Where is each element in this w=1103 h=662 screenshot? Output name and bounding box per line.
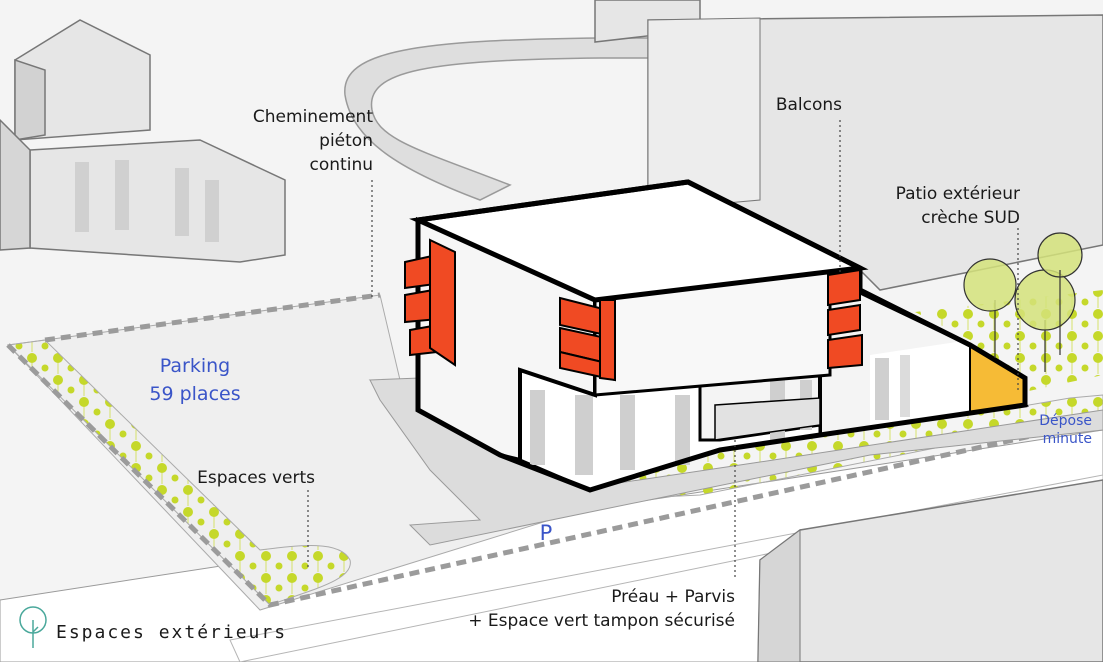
green-space-left (6, 339, 351, 606)
label-parking: Parking 59 places (149, 355, 241, 405)
balconies-center (559, 296, 616, 382)
label-depose-minute: Dépose minute (1039, 413, 1092, 447)
tree-icon (19, 606, 47, 648)
leader-lines (307, 120, 1019, 580)
label-balcons: Balcons (775, 95, 842, 115)
main-building (404, 179, 1030, 493)
pedestrian-path-dashed (6, 343, 1103, 608)
trees (963, 232, 1083, 372)
parking-p-marker: P (539, 521, 553, 545)
legend-title: Espaces extérieurs (56, 622, 288, 643)
label-preau-parvis: Préau + Parvis + Espace vert tampon sécu… (468, 587, 735, 631)
label-patio: Patio extérieur crèche SUD (895, 184, 1020, 228)
balconies-left (404, 238, 456, 367)
neighbor-houses (0, 19, 286, 263)
label-cheminement: Cheminement piéton continu (252, 107, 373, 175)
pedestrian-path-dashed-top (44, 292, 381, 343)
access-path (344, 37, 651, 201)
balconies-right (827, 268, 863, 370)
label-espaces-verts: Espaces verts (197, 468, 315, 488)
